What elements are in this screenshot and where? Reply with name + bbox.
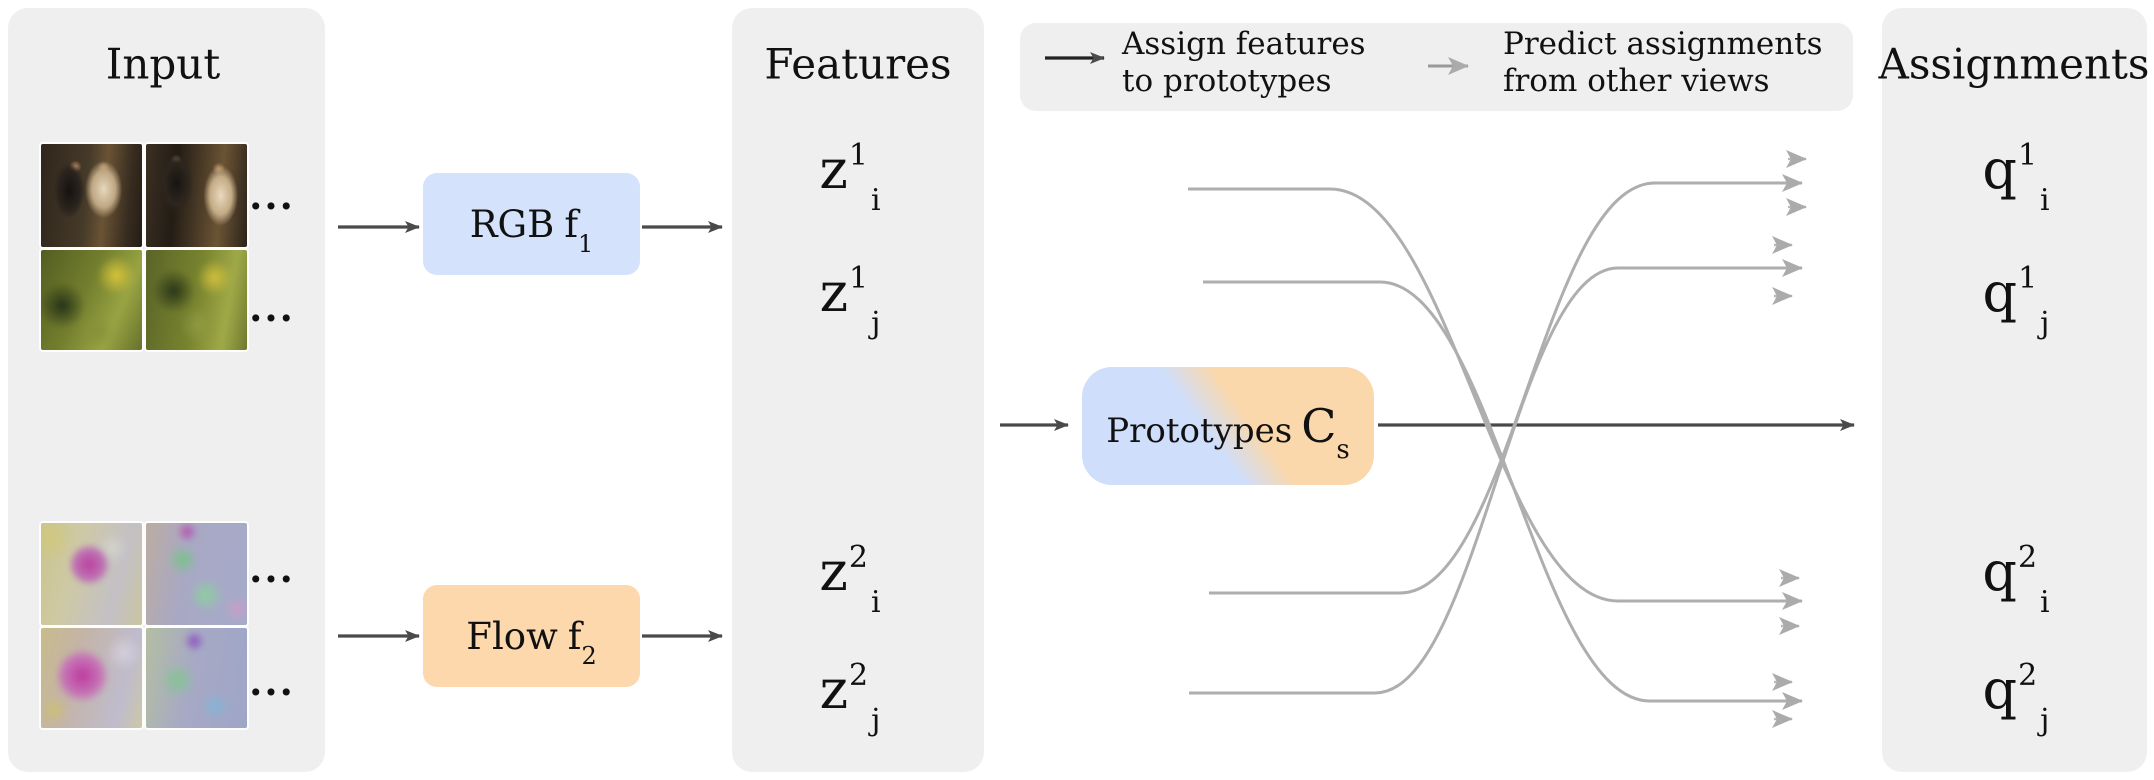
predict-line-z1j-to-q2j	[1203, 280, 1803, 710]
rgb-frame-2	[146, 144, 247, 247]
ellipsis-rgb-row1: ...	[249, 173, 295, 218]
flow-frame-3	[41, 628, 142, 728]
flow-frame-2-image	[146, 523, 247, 625]
feature-z1i: z1i	[819, 137, 881, 219]
flow-frame-2	[146, 523, 247, 625]
flow-frame-3-image	[41, 628, 142, 728]
rgb-frame-3-image	[41, 250, 142, 350]
rgb-frame-4	[146, 250, 247, 350]
ellipsis-rgb-row2: ...	[249, 285, 295, 330]
ellipsis-flow-row2: ...	[249, 659, 295, 704]
features-title: Features	[764, 39, 952, 89]
legend-predict-label: Predict assignments from other views	[1503, 26, 1823, 99]
features-panel	[732, 8, 984, 772]
flow-frame-4-image	[146, 628, 247, 728]
legend-assign-label: Assign features to prototypes	[1122, 26, 1366, 99]
input-title: Input	[105, 39, 221, 89]
rgb-frame-2-image	[146, 144, 247, 247]
feature-z1j: z1j	[819, 260, 881, 342]
assignments-panel	[1882, 8, 2147, 772]
feature-z2i: z2i	[819, 539, 881, 621]
feature-z2j: z2j	[819, 657, 881, 739]
assignment-q2j: q2j	[1982, 657, 2050, 739]
assignment-q2i: q2i	[1982, 539, 2050, 621]
rgb-frame-4-image	[146, 250, 247, 350]
ellipsis-flow-row1: ...	[249, 546, 295, 591]
flow-frame-4	[146, 628, 247, 728]
rgb-frame-3	[41, 250, 142, 350]
assignment-q1j: q1j	[1982, 260, 2050, 342]
rgb-frame-1-image	[41, 144, 142, 247]
flow-frame-1-image	[41, 523, 142, 625]
assignment-q1i: q1i	[1982, 137, 2050, 219]
assignments-title: Assignments	[1878, 39, 2150, 89]
flow-frame-1	[41, 523, 142, 625]
rgb-frame-1	[41, 144, 142, 247]
